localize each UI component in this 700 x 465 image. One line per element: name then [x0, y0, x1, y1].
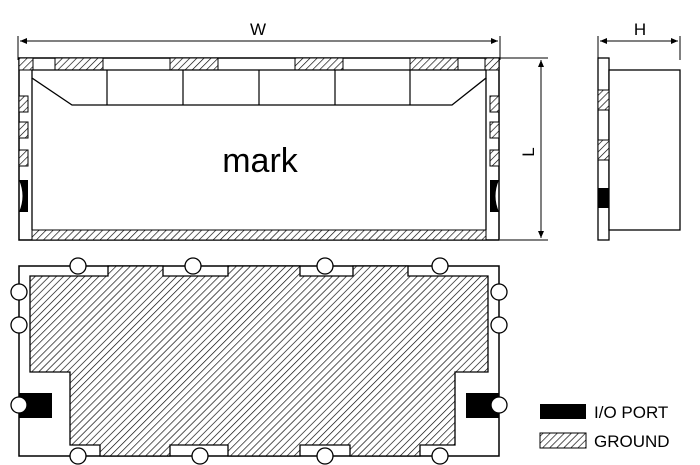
width-dimension: W: [17, 20, 501, 60]
bottom-view: [10, 257, 508, 465]
lid: [31, 69, 487, 230]
castellation-notches: [10, 257, 508, 465]
height-dimension: H: [597, 20, 681, 60]
io-port-legend-label: I/O PORT: [594, 403, 668, 422]
io-port-swatch: [540, 404, 586, 419]
top-edge-pads: [18, 57, 500, 71]
width-dimension-label: W: [250, 20, 266, 39]
marking-text: mark: [222, 142, 299, 180]
side-view-cover: [608, 69, 681, 231]
legend: I/O PORT GROUND: [539, 403, 670, 451]
height-dimension-label: H: [634, 20, 646, 39]
ground-swatch: [539, 432, 587, 449]
top-view-bottom-strip: [31, 229, 487, 241]
side-castellations: [18, 95, 500, 167]
bottom-view-io-ports: [10, 393, 508, 418]
side-view: H: [597, 20, 681, 241]
ground-pad: [29, 265, 489, 457]
length-dimension: L: [500, 57, 548, 241]
length-dimension-label: L: [519, 147, 538, 156]
top-view-io-ports: [19, 180, 499, 212]
side-view-io-port: [598, 188, 609, 208]
top-view: W L: [17, 20, 548, 241]
ground-legend-label: GROUND: [594, 432, 670, 451]
